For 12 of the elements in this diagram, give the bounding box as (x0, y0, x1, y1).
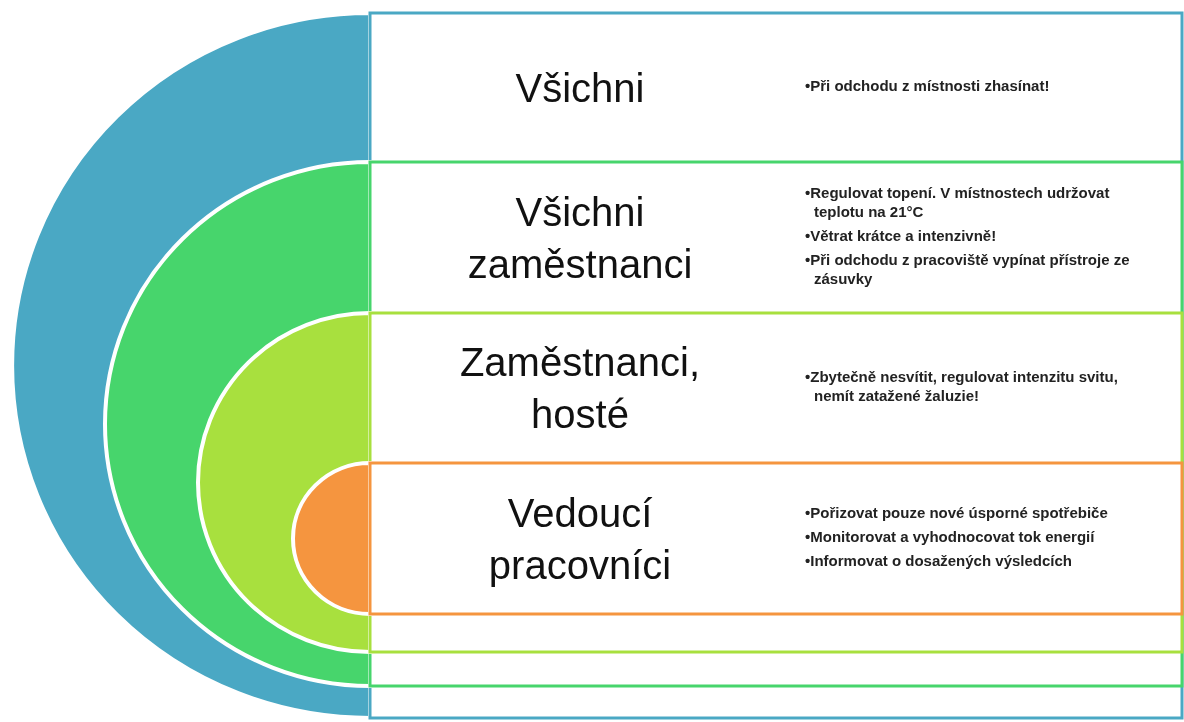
level-heading: Zaměstnanci, hosté (458, 339, 702, 438)
level-heading: Všichni zaměstnanci (466, 188, 694, 288)
bullet-text: •Informovat o dosažených výsledcích (805, 550, 1073, 570)
bullet-text: •Při odchodu z místnosti zhasínat! (805, 75, 1051, 95)
level-heading: Všichni (514, 64, 646, 112)
bullet-text: •Při odchodu z pracoviště vypínat přístroje ze zásuvky (805, 249, 1131, 288)
bullet-text: •Větrat krátce a intenzivně! (805, 225, 998, 245)
level-heading: Vedoucí pracovníci (487, 489, 673, 589)
bullet-text: •Monitorovat a vyhodnocovat tok energií (805, 526, 1096, 546)
bullet-text: •Zbytečně nesvítit, regulovat intenzitu svitu, nemít zatažené žaluzie! (805, 366, 1119, 405)
bullet-text: •Regulovat topení. V místnostech udržovat teplotu na 21°C (805, 182, 1111, 221)
bullet-text: •Pořizovat pouze nové úsporné spotřebiče (805, 502, 1109, 522)
